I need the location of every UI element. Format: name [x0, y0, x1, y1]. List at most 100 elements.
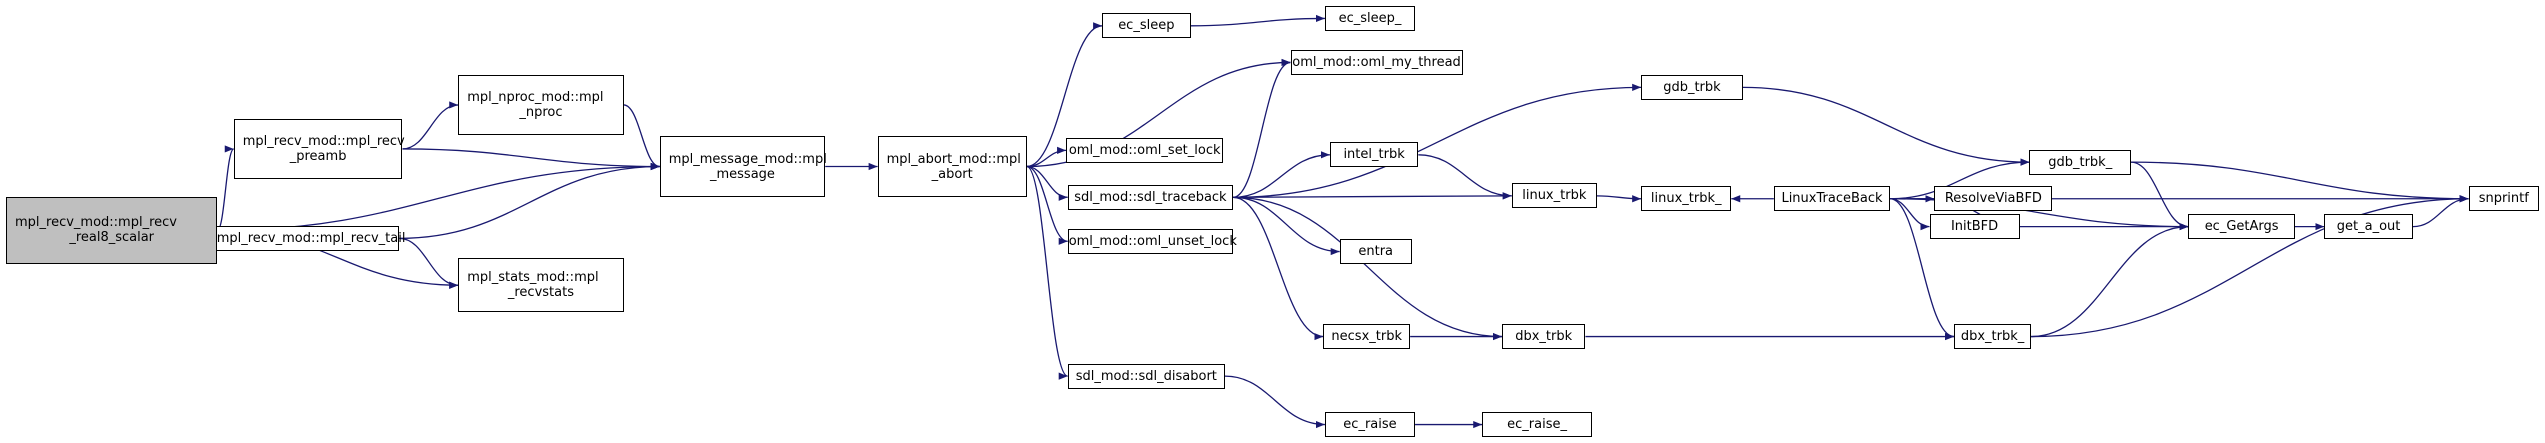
edge-n2-to-n3 — [623, 104, 660, 171]
node-ec-sleep[interactable]: ec_sleep — [1102, 13, 1191, 39]
node-label-line1: mpl_recv_mod::mpl_recv — [15, 215, 177, 231]
edge-n25-to-n26 — [2412, 195, 2469, 228]
node-label: linux_trbk — [1522, 188, 1587, 204]
node-label: gdb_trbk — [1663, 79, 1721, 95]
edge-n27-to-n26 — [2031, 195, 2469, 338]
node-ec-raise[interactable]: ec_raise — [1324, 412, 1416, 437]
node-dbx-trbk-underscore[interactable]: dbx_trbk_ — [1954, 324, 2032, 350]
edge-n6-to-n7 — [1026, 22, 1103, 168]
node-resolve-via-bfd[interactable]: ResolveViaBFD — [1934, 186, 2053, 212]
node-label: linux_trbk_ — [1650, 191, 1722, 207]
edge-n11-to-n28 — [1233, 196, 1340, 256]
node-mpl-message[interactable]: mpl_message_mod::mpl_message — [659, 136, 827, 197]
edge-n11-to-n18 — [1233, 192, 1512, 200]
node-mpl-recv-preamb[interactable]: mpl_recv_mod::mpl_recv_preamb — [233, 118, 405, 179]
node-entra[interactable]: entra — [1339, 239, 1412, 264]
node-dbx-trbk[interactable]: dbx_trbk — [1501, 324, 1586, 350]
edge-n16-to-n21 — [1742, 86, 2030, 166]
node-label-line1: mpl_abort_mod::mpl — [886, 151, 1021, 167]
node-necsx-trbk[interactable]: necsx_trbk — [1323, 324, 1411, 350]
edge-n0-to-n1 — [216, 145, 235, 231]
node-sdl-disabort[interactable]: sdl_mod::sdl_disabort — [1067, 363, 1225, 389]
node-label: intel_trbk — [1343, 147, 1405, 163]
node-oml-unset-lock[interactable]: oml_mod::oml_unset_lock — [1067, 228, 1237, 254]
edge-n11-to-n29 — [1233, 196, 1324, 341]
edge-n20-to-n27 — [1890, 198, 1955, 341]
node-mpl-recv-real8-scalar: mpl_recv_mod::mpl_recv_real8_scalar — [6, 196, 218, 264]
edge-n11-to-n30 — [1233, 196, 1502, 341]
node-label-line1: mpl_stats_mod::mpl — [467, 270, 599, 286]
node-mpl-abort[interactable]: mpl_abort_mod::mpl_abort — [877, 136, 1027, 197]
edge-n13-to-n14 — [1224, 375, 1325, 429]
edge-n20-to-n21 — [1890, 158, 2030, 200]
node-linux-trbk-underscore[interactable]: linux_trbk_ — [1641, 186, 1732, 212]
node-label-line1: mpl_nproc_mod::mpl — [467, 89, 604, 105]
edge-n21-to-n24 — [2130, 161, 2189, 231]
edge-n11-to-n17 — [1233, 151, 1330, 198]
node-sdl-traceback[interactable]: sdl_mod::sdl_traceback — [1067, 184, 1234, 210]
node-label-line2: _real8_scalar — [69, 230, 155, 246]
edge-n21-to-n26 — [2131, 161, 2469, 203]
node-mpl-recvstats[interactable]: mpl_stats_mod::mpl_recvstats — [458, 258, 624, 313]
node-gdb-trbk[interactable]: gdb_trbk — [1641, 74, 1743, 100]
node-label-line2: _nproc — [519, 104, 563, 120]
node-label: ec_sleep_ — [1338, 10, 1402, 26]
edge-n4-to-n3 — [399, 162, 660, 240]
edge-n1-to-n3 — [402, 148, 660, 171]
node-mpl-nproc[interactable]: mpl_nproc_mod::mpl_nproc — [458, 74, 624, 135]
edge-n4-to-n5 — [399, 237, 459, 289]
edge-n11-to-n9 — [1233, 58, 1291, 198]
node-get-a-out[interactable]: get_a_out — [2324, 214, 2413, 240]
node-label: InitBFD — [1950, 219, 1999, 235]
edge-n1-to-n2 — [402, 101, 459, 150]
node-label: ec_raise_ — [1507, 417, 1567, 433]
node-label-line2: _message — [709, 166, 775, 182]
node-label: dbx_trbk — [1515, 329, 1573, 345]
node-label: sdl_mod::sdl_traceback — [1074, 189, 1227, 205]
node-init-bfd[interactable]: InitBFD — [1929, 214, 2020, 240]
edge-n20-to-n23 — [1890, 198, 1930, 231]
node-oml-my-thread[interactable]: oml_mod::oml_my_thread — [1290, 49, 1463, 75]
node-oml-set-lock[interactable]: oml_mod::oml_set_lock — [1066, 137, 1224, 163]
edge-n27-to-n24 — [2031, 223, 2189, 338]
node-label-line1: mpl_recv_mod::mpl_recv — [242, 133, 405, 149]
node-snprintf[interactable]: snprintf — [2468, 186, 2539, 212]
edge-n11-to-n16 — [1233, 83, 1642, 198]
node-label-line2: _recvstats — [507, 285, 574, 301]
node-label: snprintf — [2478, 191, 2529, 207]
node-label: LinuxTraceBack — [1781, 191, 1883, 207]
edge-n6-to-n11 — [1026, 165, 1068, 201]
edge-n7-to-n8 — [1190, 14, 1325, 27]
node-label-line2: _abort — [931, 166, 973, 182]
node-label: gdb_trbk_ — [2048, 154, 2113, 170]
node-label-line2: _preamb — [289, 148, 347, 164]
node-label: oml_mod::oml_set_lock — [1068, 142, 1221, 158]
edge-n6-to-n13 — [1026, 165, 1069, 380]
node-label: oml_mod::oml_unset_lock — [1068, 233, 1237, 249]
node-ec-getargs[interactable]: ec_GetArgs — [2188, 214, 2295, 240]
node-linux-trbk[interactable]: linux_trbk — [1511, 183, 1597, 209]
node-gdb-trbk-underscore[interactable]: gdb_trbk_ — [2029, 149, 2132, 175]
edge-n6-to-n12 — [1026, 165, 1068, 245]
node-intel-trbk[interactable]: intel_trbk — [1329, 142, 1419, 168]
node-label: dbx_trbk_ — [1960, 329, 2025, 345]
node-label: ec_GetArgs — [2204, 219, 2279, 235]
node-label: get_a_out — [2336, 219, 2401, 235]
node-label: ResolveViaBFD — [1944, 191, 2042, 207]
node-linux-traceback[interactable]: LinuxTraceBack — [1773, 186, 1891, 212]
edge-n17-to-n18 — [1418, 154, 1512, 200]
node-label-line1: mpl_message_mod::mpl — [668, 151, 827, 167]
node-ec-sleep-underscore[interactable]: ec_sleep_ — [1324, 6, 1416, 31]
node-mpl-recv-tail[interactable]: mpl_recv_mod::mpl_recv_tail — [215, 225, 406, 251]
edge-n18-to-n19 — [1596, 195, 1642, 203]
node-label: sdl_mod::sdl_disabort — [1075, 368, 1217, 384]
node-label: entra — [1358, 244, 1394, 260]
edge-n6-to-n10 — [1026, 146, 1067, 168]
node-label: ec_sleep — [1118, 18, 1175, 34]
node-label: oml_mod::oml_my_thread — [1292, 54, 1461, 70]
node-label: ec_raise — [1343, 417, 1397, 433]
node-label: mpl_recv_mod::mpl_recv_tail — [216, 230, 406, 246]
node-ec-raise-underscore[interactable]: ec_raise_ — [1482, 412, 1592, 437]
